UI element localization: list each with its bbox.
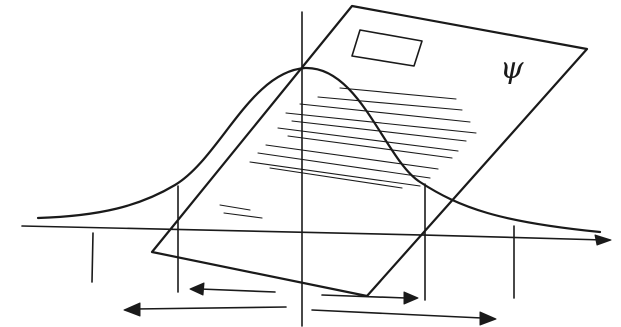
horizontal-axis: [21, 225, 612, 246]
paper-sheet: ψ: [150, 4, 589, 298]
bell-curve: [36, 66, 602, 234]
outer-right-arrowhead-icon: [479, 311, 497, 326]
right-arrowhead-icon: [403, 291, 419, 305]
paper-psi-symbol: ψ: [500, 51, 524, 86]
paper-outline: [150, 4, 589, 298]
axis-arrowhead-icon: [594, 234, 612, 246]
left-arrowhead-icon: [189, 282, 205, 296]
outer-left-arrowhead-icon: [123, 302, 141, 317]
paper-stamp-box: [351, 29, 423, 67]
outer-left-marker: [91, 232, 94, 283]
paper-text-lines: [219, 87, 477, 219]
interval-markers: [91, 183, 515, 301]
outer-interval-arrows: [123, 302, 497, 326]
inner-interval-arrows: [189, 282, 419, 305]
